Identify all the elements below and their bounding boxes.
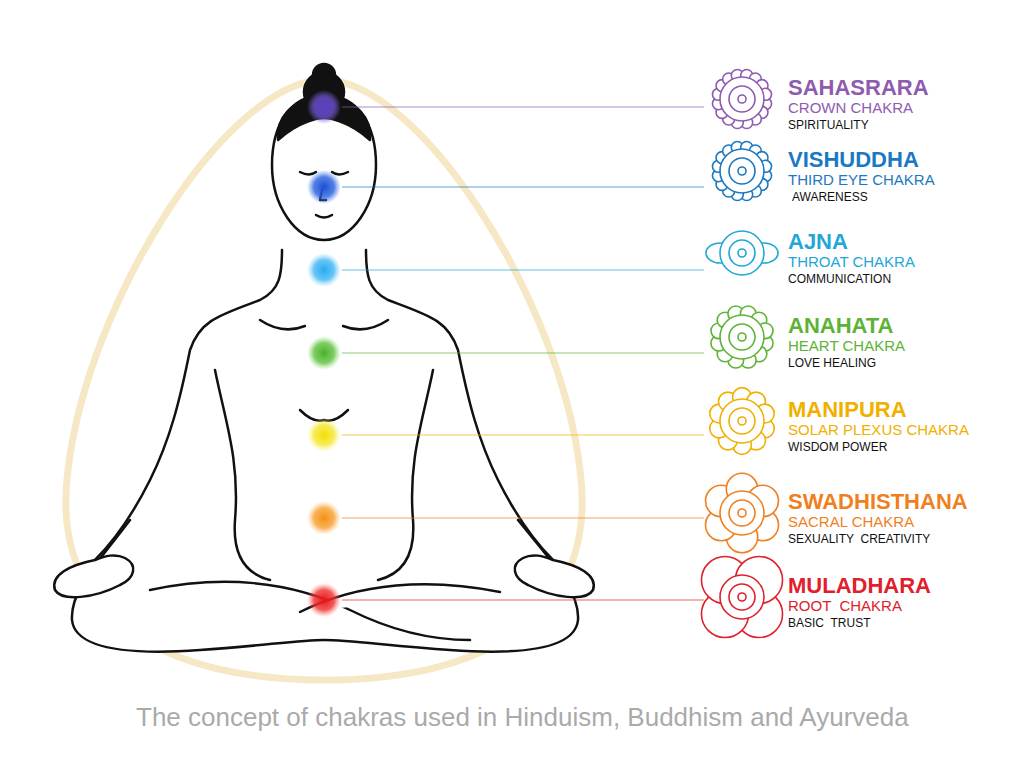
chakra-name: MANIPURA: [788, 398, 907, 422]
chakra-meaning: SPIRITUALITY: [788, 119, 869, 132]
chakra-english-name: HEART CHAKRA: [788, 338, 905, 355]
chakra-symbol: [712, 141, 771, 200]
leader-line: [342, 353, 704, 354]
chakra-english-name: THROAT CHAKRA: [788, 254, 915, 271]
leader-line: [342, 107, 704, 108]
leader-line: [342, 435, 704, 436]
chakra-name: MULADHARA: [788, 574, 931, 598]
chakra-english-name: SACRAL CHAKRA: [788, 514, 914, 531]
chakra-symbol: [701, 556, 782, 637]
chakra-meaning: BASIC TRUST: [788, 617, 870, 630]
chakra-english-name: CROWN CHAKRA: [788, 100, 913, 117]
chakra-symbol: [706, 231, 778, 275]
chakra-name: VISHUDDHA: [788, 148, 919, 172]
chakra-name: ANAHATA: [788, 314, 894, 338]
chakra-meaning: COMMUNICATION: [788, 273, 891, 286]
chakra-name: SAHASRARA: [788, 76, 929, 100]
chakra-english-name: SOLAR PLEXUS CHAKRA: [788, 422, 969, 439]
chakra-meaning: SEXUALITY CREATIVITY: [788, 533, 930, 546]
chakra-name: SWADHISTHANA: [788, 490, 968, 514]
chakra-english-name: THIRD EYE CHAKRA: [788, 172, 935, 189]
chakra-symbol: [706, 473, 779, 552]
chakra-symbol: [710, 388, 775, 455]
chakra-symbol: [711, 306, 773, 368]
chakra-english-name: ROOT CHAKRA: [788, 598, 902, 615]
leader-line: [342, 187, 704, 188]
chakra-meaning: AWARENESS: [792, 191, 868, 204]
chakra-meaning: LOVE HEALING: [788, 357, 876, 370]
leader-line: [342, 600, 704, 601]
chakra-symbol: [712, 69, 771, 128]
leader-line: [342, 518, 704, 519]
leader-line: [342, 270, 704, 271]
chakra-meaning: WISDOM POWER: [788, 441, 887, 454]
chakra-name: AJNA: [788, 230, 848, 254]
caption: The concept of chakras used in Hinduism,…: [136, 703, 909, 732]
